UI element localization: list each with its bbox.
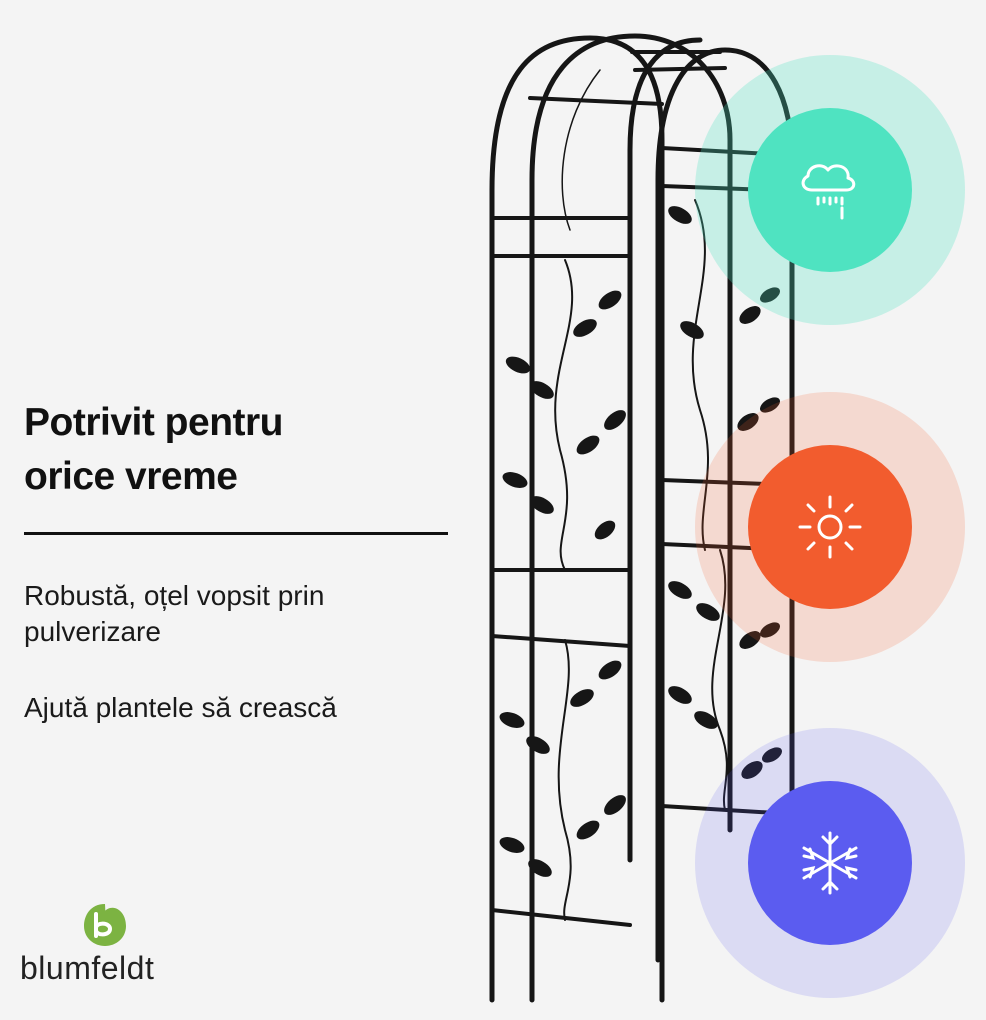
headline-line-2: orice vreme bbox=[24, 455, 238, 498]
snowflake-icon bbox=[802, 831, 858, 895]
rain-cloud-icon bbox=[801, 164, 856, 220]
sun-icon bbox=[798, 495, 862, 559]
brand-name: blumfeldt bbox=[20, 950, 155, 986]
feature-text-2: Ajută plantele să crească bbox=[24, 692, 337, 723]
brand-logo: blumfeldt bbox=[20, 902, 200, 992]
weather-badge-snow bbox=[695, 728, 965, 998]
headline: Potrivit pentru orice vreme bbox=[24, 396, 444, 504]
weather-badge-rain bbox=[695, 55, 965, 325]
weather-badge-sun bbox=[695, 392, 965, 662]
blumfeldt-leaf-icon bbox=[84, 904, 126, 946]
feature-text-1: Robustă, oțel vopsit prin pulverizare bbox=[24, 580, 325, 647]
headline-line-1: Potrivit pentru bbox=[24, 401, 284, 444]
divider bbox=[24, 532, 448, 535]
